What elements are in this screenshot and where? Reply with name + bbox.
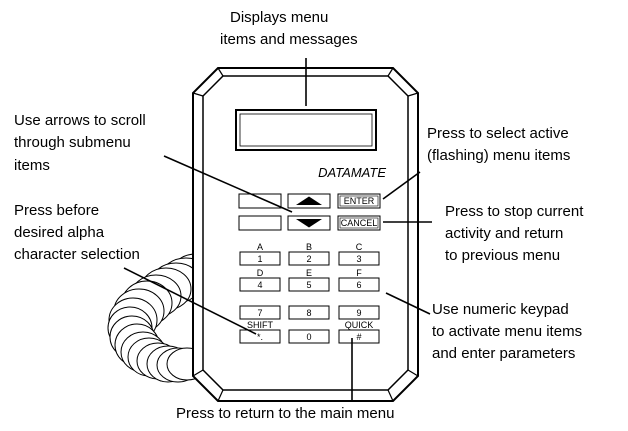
arrows-callout-line-2: through submenu: [14, 134, 131, 151]
key-upper-label: B: [306, 242, 312, 252]
key-upper-label: A: [257, 242, 263, 252]
key-main-label: 8: [306, 308, 311, 318]
key-main-label: #: [356, 332, 361, 342]
key-upper-label: SHIFT: [247, 320, 274, 330]
key-main-label: 5: [306, 280, 311, 290]
keypad-key[interactable]: SHIFT *.: [239, 320, 281, 344]
key-main-label: 6: [356, 280, 361, 290]
shift-callout: Press before desired alpha character sel…: [14, 202, 140, 263]
key-upper-label: D: [257, 268, 264, 278]
enter-callout: Press to select active (flashing) menu i…: [427, 125, 573, 164]
lcd-display: [235, 109, 377, 151]
coiled-cable: [107, 250, 228, 383]
key-main-label: 1: [257, 254, 262, 264]
key-main-label: 2: [306, 254, 311, 264]
enter-leader: [382, 171, 421, 200]
keypad-key[interactable]: QUICK #: [338, 320, 380, 344]
key-main-label: 0: [306, 332, 311, 342]
key-main-label: 3: [356, 254, 361, 264]
key-upper-label: E: [306, 268, 312, 278]
keypad-key[interactable]: A1: [239, 242, 281, 266]
key-upper-label: C: [356, 242, 363, 252]
keypad-key[interactable]: C3: [338, 242, 380, 266]
display-callout-line-2: items and messages: [220, 31, 358, 48]
softkey-top[interactable]: [238, 193, 282, 209]
keypad-leader: [385, 292, 431, 315]
shift-callout-line-2: desired alpha: [14, 224, 105, 241]
up-arrow-button[interactable]: [287, 193, 331, 209]
softkey-bottom[interactable]: [238, 215, 282, 231]
arrows-leader: [163, 155, 293, 213]
keypad-callout-line-2: to activate menu items: [432, 323, 582, 340]
arrows-callout-line-3: items: [14, 157, 50, 174]
keypad-callout-line-3: and enter parameters: [432, 345, 575, 362]
shift-callout-line-3: character selection: [14, 246, 140, 263]
cancel-callout: Press to stop current activity and retur…: [445, 203, 588, 264]
cancel-callout-line-3: to previous menu: [445, 247, 560, 264]
brand-label: DATAMATE: [318, 165, 386, 180]
keypad-callout: Use numeric keypad to activate menu item…: [432, 301, 586, 362]
quick-callout: Press to return to the main menu: [176, 405, 394, 422]
key-upper-label: F: [356, 268, 362, 278]
key-upper-label: QUICK: [345, 320, 374, 330]
keypad-key[interactable]: E5: [288, 268, 330, 292]
key-main-label: *.: [257, 332, 263, 342]
enter-callout-line-1: Press to select active: [427, 125, 569, 142]
enter-callout-line-2: (flashing) menu items: [427, 147, 570, 164]
keypad-key[interactable]: F6: [338, 268, 380, 292]
key-main-label: 7: [257, 308, 262, 318]
keypad-key[interactable]: 7: [239, 305, 281, 320]
cancel-callout-line-1: Press to stop current: [445, 203, 584, 220]
cancel-label: CANCEL: [341, 218, 378, 228]
display-callout: Displays menu items and messages: [220, 9, 358, 48]
down-arrow-icon: [296, 219, 322, 228]
keypad-callout-line-1: Use numeric keypad: [432, 301, 569, 318]
quick-callout-line-1: Press to return to the main menu: [176, 405, 394, 422]
up-arrow-icon: [296, 196, 322, 205]
arrows-callout-line-1: Use arrows to scroll: [14, 112, 146, 129]
callout-lines: [123, 58, 432, 402]
display-callout-line-1: Displays menu: [230, 9, 328, 26]
keypad-key[interactable]: 9: [338, 305, 380, 320]
keypad-key[interactable]: B2: [288, 242, 330, 266]
cancel-callout-line-2: activity and return: [445, 225, 563, 242]
keypad-key[interactable]: 8: [288, 305, 330, 320]
keypad-key[interactable]: 0: [288, 329, 330, 344]
enter-label: ENTER: [344, 196, 375, 206]
shift-callout-line-1: Press before: [14, 202, 99, 219]
shift-leader: [123, 267, 257, 335]
key-main-label: 9: [356, 308, 361, 318]
keypad-key[interactable]: D4: [239, 268, 281, 292]
arrows-callout: Use arrows to scroll through submenu ite…: [14, 112, 150, 174]
cancel-button[interactable]: CANCEL: [337, 215, 381, 231]
enter-button[interactable]: ENTER: [337, 193, 381, 209]
key-main-label: 4: [257, 280, 262, 290]
down-arrow-button[interactable]: [287, 215, 331, 231]
